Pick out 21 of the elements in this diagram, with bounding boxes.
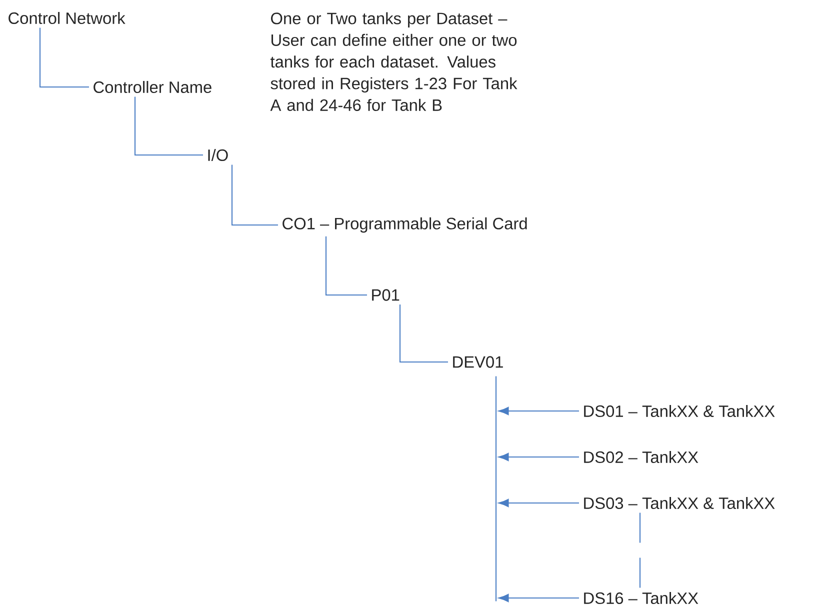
- tree-label: I/O: [208, 148, 228, 162]
- tree-label: Controller Name: [94, 80, 212, 94]
- arrow: [498, 452, 579, 462]
- tree-label: DEV01: [453, 356, 503, 368]
- connector-line: [134, 96, 203, 156]
- tree-label: P01: [372, 289, 400, 301]
- tree-label: Control Network: [8, 12, 126, 24]
- connector-line: [399, 304, 448, 363]
- arrow: [498, 406, 579, 416]
- tree-label: DS03 – TankXX & TankXX: [584, 496, 775, 510]
- tree-label: DS16 – TankXX: [584, 592, 698, 604]
- connector-line: [639, 512, 641, 588]
- tree-label: DS02 – TankXX: [584, 450, 698, 464]
- tree-label: CO1 – Programmable Serial Card: [282, 217, 527, 233]
- arrow: [498, 594, 579, 602]
- connector-line: [325, 236, 367, 296]
- note-text: One or Two tanks per Dataset – User can define either one or two tanks for each dataset. Values stored in Registers 1-23 For Tank A and 24-46 for Tank B: [270, 12, 518, 111]
- connector-line: [39, 28, 89, 88]
- arrow: [498, 498, 579, 508]
- connector-line: [231, 164, 278, 226]
- tree-label: DS01 – TankXX & TankXX: [584, 404, 775, 418]
